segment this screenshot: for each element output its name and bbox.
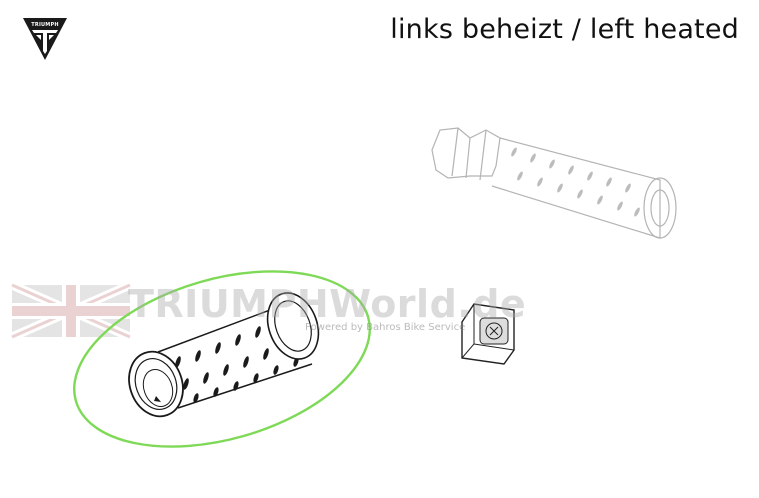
heated-grip-connector-cap	[461, 303, 515, 365]
highlight-ring	[73, 270, 371, 448]
watermark: TRIUMPHWorld.de Powered by Bahros Bike S…	[10, 280, 530, 350]
watermark-text: TRIUMPHWorld.de	[128, 282, 527, 326]
heated-grip-right-outline	[431, 127, 677, 239]
triumph-logo-icon	[23, 18, 67, 60]
watermark-subtext: Powered by Bahros Bike Service	[305, 322, 466, 333]
logo-text: TRIUMPH	[31, 22, 59, 28]
heated-grip-left	[128, 292, 320, 418]
triumph-logo: TRIUMPH	[22, 16, 68, 62]
page-title: links beheizt / left heated	[390, 14, 739, 45]
